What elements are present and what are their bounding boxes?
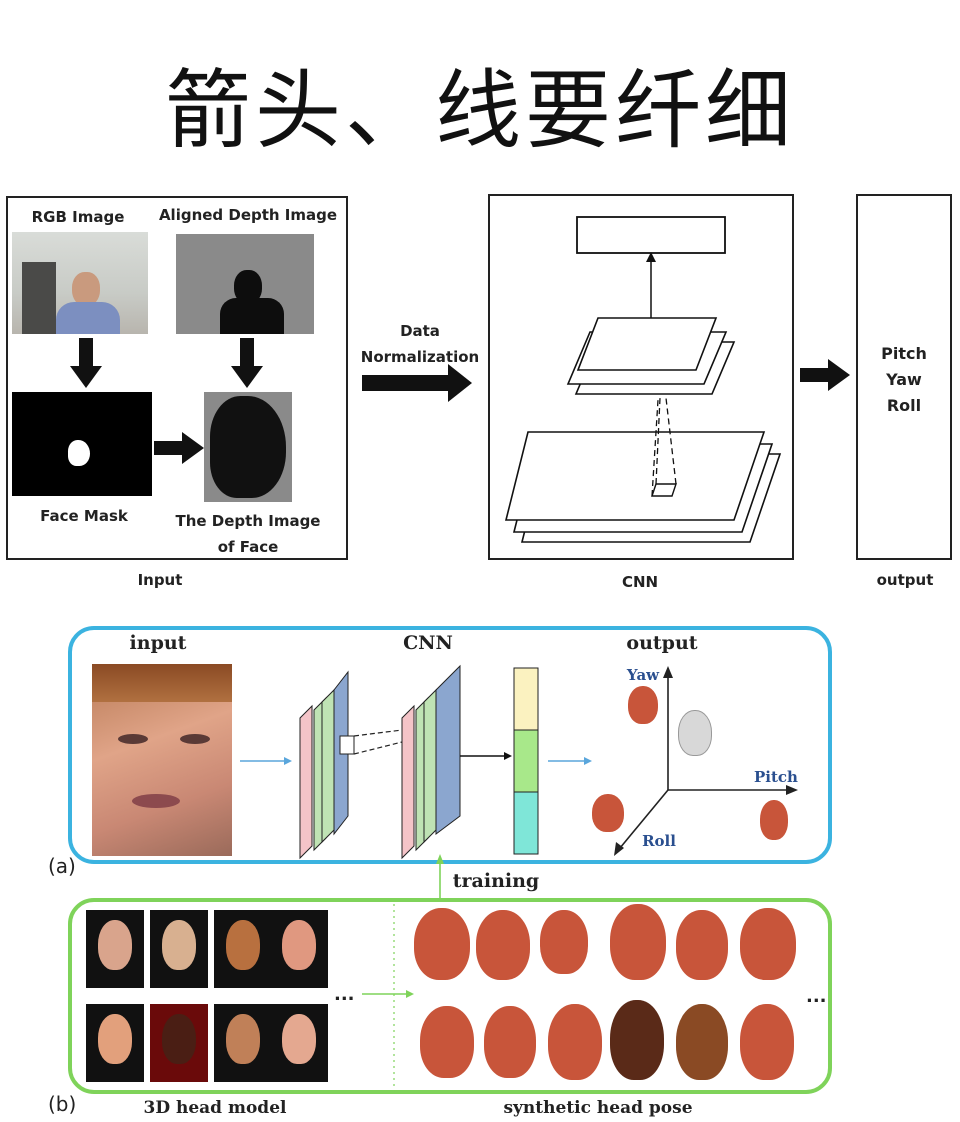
- head-model-thumb: [270, 1004, 328, 1082]
- output-panel: [856, 194, 952, 560]
- cnn-small-layers: [566, 317, 736, 395]
- depth-body-silhouette: [220, 298, 284, 334]
- synthetic-head: [610, 1000, 664, 1080]
- head-model-thumb: [86, 1004, 144, 1082]
- pose-caption: synthetic head pose: [503, 1098, 693, 1118]
- head-model-face: [226, 1014, 260, 1064]
- head-model-thumb: [86, 910, 144, 988]
- output-roll: Roll: [886, 396, 922, 415]
- output-head-pitch: [760, 800, 788, 840]
- normalization-line2: Normalization: [360, 348, 480, 366]
- synthetic-head: [420, 1006, 474, 1078]
- page-title: 箭头、线要纤细: [165, 61, 795, 161]
- hair: [92, 664, 232, 702]
- arrow-to-output: [800, 359, 850, 391]
- axis-pitch-label: Pitch: [754, 768, 798, 786]
- head-model-face: [226, 920, 260, 970]
- synthetic-head: [414, 908, 470, 980]
- training-label: training: [452, 870, 540, 892]
- mouth: [132, 794, 180, 808]
- head-model-thumb: [150, 1004, 208, 1082]
- person-head: [72, 272, 100, 306]
- output-caption: output: [876, 571, 934, 589]
- head-model-face: [98, 920, 132, 970]
- depth-face-blob: [210, 396, 286, 498]
- rgb-image: [12, 232, 148, 334]
- depth-image: [176, 234, 314, 334]
- arrow-down-depth: [231, 338, 263, 388]
- axis-roll-label: Roll: [642, 832, 676, 850]
- head-model-face: [282, 920, 316, 970]
- top-figure-graphics: [70, 216, 850, 543]
- arrow-fc-to-output: [548, 757, 592, 765]
- cnn-up-arrowhead: [646, 252, 656, 262]
- synthetic-head: [476, 910, 530, 980]
- head-model-face: [162, 920, 196, 970]
- output-head-yaw: [628, 686, 658, 724]
- model-caption: 3D head model: [143, 1098, 287, 1118]
- output-pitch: Pitch: [881, 344, 927, 363]
- depth-face-label-line2: of Face: [217, 538, 279, 556]
- head-model-face: [98, 1014, 132, 1064]
- right-eye: [180, 734, 210, 744]
- synthetic-head: [548, 1004, 602, 1080]
- arrow-input-to-cnn: [240, 757, 292, 765]
- cnn-block-2: [401, 664, 461, 860]
- synthetic-head: [484, 1006, 536, 1078]
- output-label: output: [626, 632, 698, 654]
- head-model-thumb: [214, 1004, 272, 1082]
- synthetic-head: [676, 1004, 728, 1080]
- synthetic-head: [676, 910, 728, 980]
- arrow-normalization: [362, 364, 472, 402]
- output-head-roll: [592, 794, 624, 832]
- synthetic-head: [740, 1004, 794, 1080]
- head-model-thumb: [214, 910, 272, 988]
- cnn-large-layers: [504, 431, 782, 543]
- cnn-receptive-field: [651, 397, 677, 497]
- output-head-reference: [678, 710, 712, 756]
- left-eye: [118, 734, 148, 744]
- panel-b-label: (b): [48, 1092, 77, 1116]
- face-mask-label: Face Mask: [40, 507, 128, 525]
- output-yaw: Yaw: [886, 370, 922, 389]
- face-mask-image: [12, 392, 152, 496]
- panel-a-label: (a): [48, 854, 76, 878]
- depth-face-image: [204, 392, 292, 502]
- synthetic-head: [610, 904, 666, 980]
- bottom-figure-graphics: [240, 664, 798, 1092]
- aligned-depth-label: Aligned Depth Image: [158, 206, 338, 224]
- head-model-face: [282, 1014, 316, 1064]
- head-model-face: [162, 1014, 196, 1064]
- arrow-mask-to-depth: [154, 432, 204, 464]
- synthetic-head: [740, 908, 796, 980]
- depth-face-label-line1: The Depth Image: [175, 512, 321, 530]
- synthetic-head: [540, 910, 588, 974]
- training-arrow: [436, 854, 444, 898]
- background-shelf: [22, 262, 56, 334]
- arrow-models-to-poses: [362, 990, 414, 998]
- rgb-image-label: RGB Image: [31, 208, 125, 226]
- pose-axes: [614, 666, 798, 856]
- input-label: input: [129, 632, 187, 654]
- person-body: [56, 302, 120, 334]
- head-model-thumb: [150, 910, 208, 988]
- input-caption: Input: [137, 571, 183, 589]
- cnn-block-1: [299, 670, 349, 860]
- head-model-thumb: [270, 910, 328, 988]
- cnn-dashed-connection: [339, 729, 403, 755]
- axis-yaw-label: Yaw: [626, 666, 660, 684]
- ellipsis-poses: ...: [806, 986, 827, 1007]
- ellipsis-models: ...: [334, 984, 355, 1005]
- input-face-photo: [92, 664, 232, 856]
- face-mask-blob: [68, 440, 90, 466]
- cnn-output-box: [576, 216, 726, 254]
- arrow-down-rgb: [70, 338, 102, 388]
- panel-b-frame: [68, 898, 832, 1094]
- normalization-line1: Data: [400, 322, 440, 340]
- cnn-caption: CNN: [621, 573, 659, 591]
- fc-vector: [513, 667, 539, 855]
- cnn-label: CNN: [403, 632, 453, 654]
- panel-a-frame: [68, 626, 832, 864]
- arrow-to-fc: [460, 752, 512, 760]
